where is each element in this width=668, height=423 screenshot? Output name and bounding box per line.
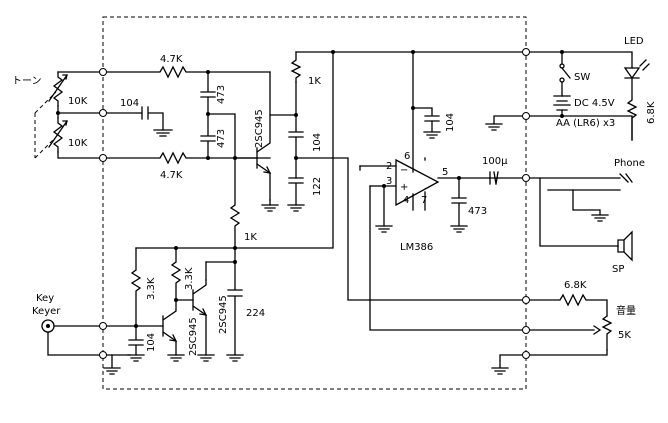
label-ic-pin-7: 7	[421, 195, 427, 206]
label-r-4k7-bottom: 4.7K	[160, 170, 183, 181]
label-r-4k7-top: 4.7K	[160, 54, 183, 65]
label-vr-tone-2: 10K	[68, 138, 88, 149]
label-key: Key	[36, 293, 54, 304]
label-ic-pin-6: 6	[404, 151, 410, 162]
collector-network	[234, 51, 527, 301]
label-battery-voltage: DC 4.5V	[574, 98, 615, 109]
lm386-section	[359, 51, 527, 331]
label-ic-part: LM386	[400, 242, 433, 253]
label-keyer: Keyer	[32, 306, 61, 317]
board-terminals	[99, 48, 530, 359]
label-c-224: 224	[246, 308, 265, 319]
junction-dots	[56, 50, 564, 328]
label-q3-part: 2SC945	[218, 295, 229, 334]
label-c-104-key: 104	[146, 333, 157, 352]
label-ic-pin-2: 2	[386, 161, 392, 172]
label-r-1k-mid: 1K	[244, 232, 257, 243]
power-section	[485, 51, 650, 141]
label-volume: 音量	[616, 304, 636, 317]
board-outline	[102, 16, 527, 390]
label-r-3k3-a: 3.3K	[146, 277, 157, 300]
label-ic-pin-3: 3	[386, 176, 392, 187]
label-vr-tone-1: 10K	[68, 96, 88, 107]
label-battery-type: AA (LR6) x3	[556, 118, 615, 129]
label-c-104-tone: 104	[120, 98, 139, 109]
label-q2-part: 2SC945	[188, 317, 199, 356]
label-c-100u: 100μ	[482, 156, 508, 167]
label-c-473-a: 473	[216, 85, 227, 104]
label-ic-minus: −	[400, 165, 408, 176]
label-vr-5k: 5K	[618, 330, 631, 341]
label-c-104-ic: 104	[445, 113, 456, 132]
label-c-473-b: 473	[216, 129, 227, 148]
label-c-122: 122	[312, 177, 323, 196]
label-sp: SP	[612, 264, 624, 275]
label-r-3k3-b: 3.3K	[184, 267, 195, 290]
label-r-6k8-led: 6.8K	[646, 101, 657, 124]
label-c-473-out: 473	[468, 206, 487, 217]
label-led: LED	[624, 36, 644, 47]
tone-section	[34, 65, 279, 263]
label-sw: SW	[574, 72, 590, 83]
label-phone: Phone	[614, 158, 645, 169]
labels: トーン 10K 10K 4.7K 104 4.7K 473 473 2SC945…	[12, 36, 657, 356]
keyer-section	[41, 247, 244, 375]
label-ic-pin-5: 5	[442, 167, 448, 178]
label-tone: トーン	[12, 76, 42, 87]
output-section	[491, 173, 633, 375]
label-q1-part: 2SC945	[254, 109, 265, 148]
label-ic-plus: +	[400, 182, 408, 193]
label-r-1k-top: 1K	[308, 76, 321, 87]
label-ic-pin-4: 4	[403, 195, 409, 206]
label-c-104-mid: 104	[312, 133, 323, 152]
label-r-6k8-vol: 6.8K	[564, 280, 587, 291]
